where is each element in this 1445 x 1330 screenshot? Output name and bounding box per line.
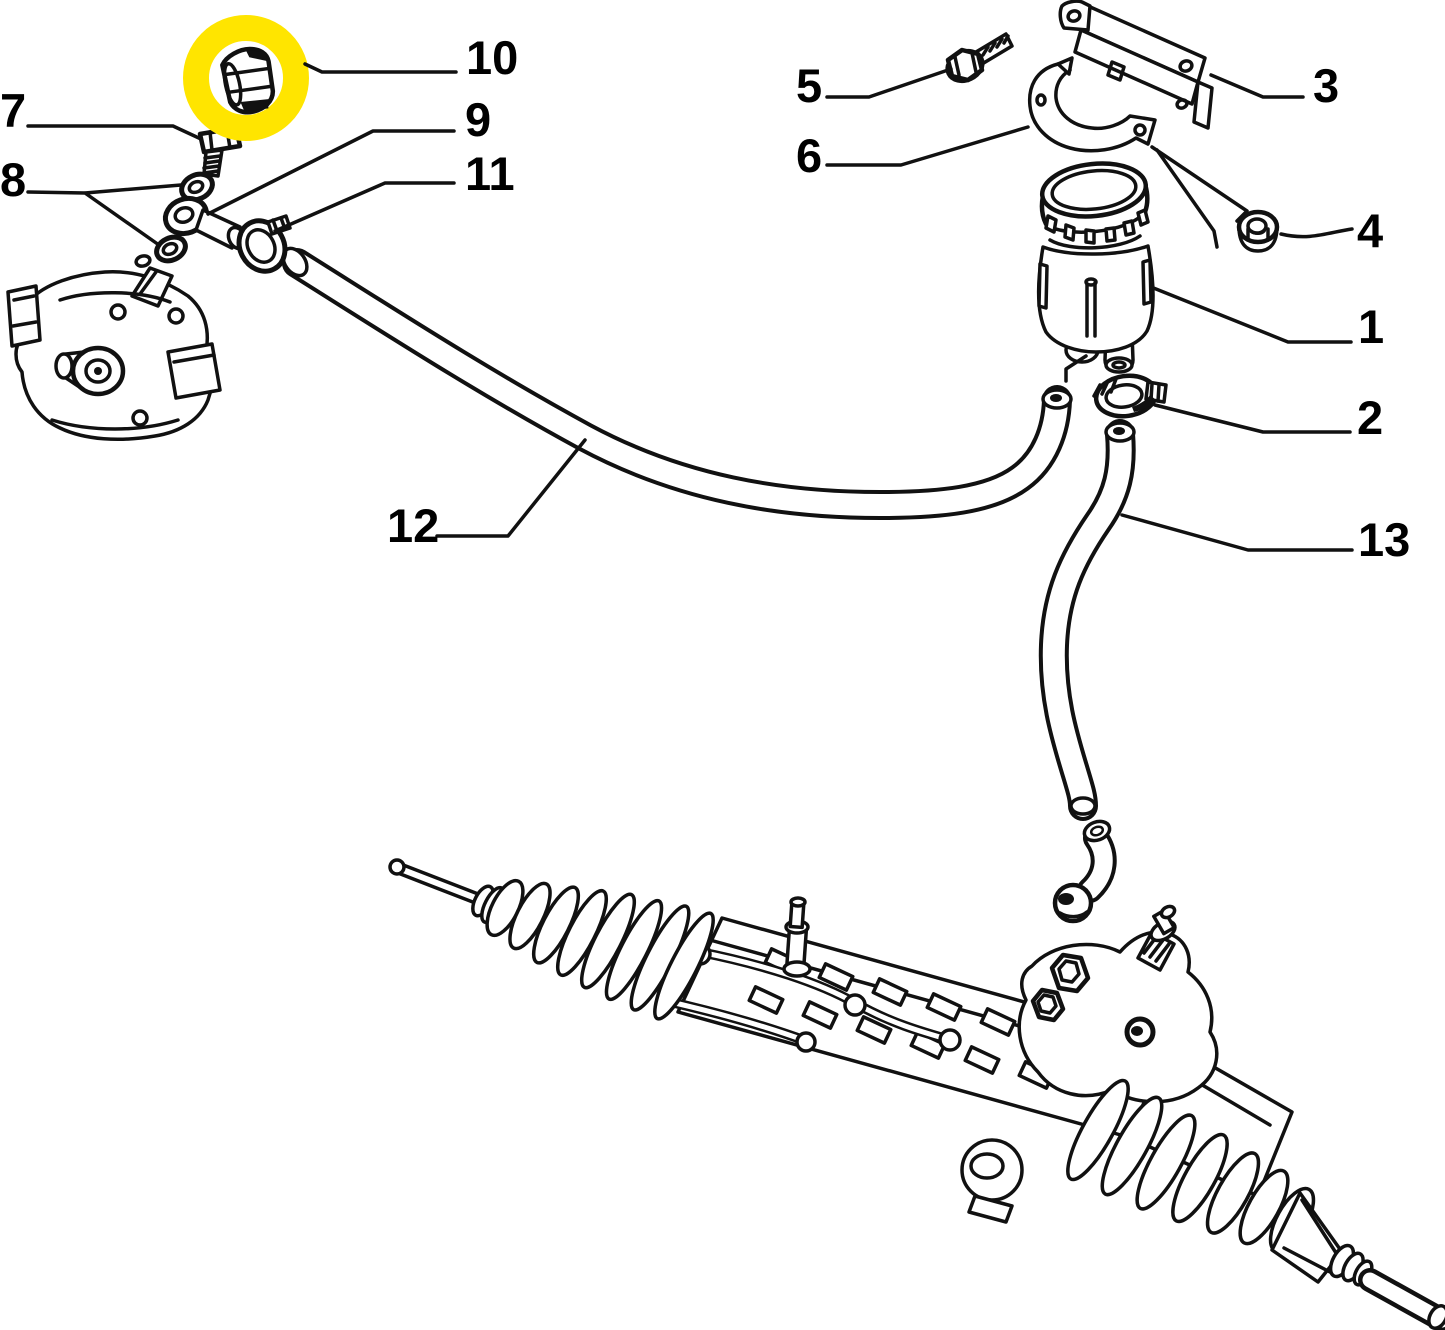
bleeder-valve [782, 896, 812, 978]
callout-10: 10 [466, 31, 518, 84]
steering-rack [388, 858, 1445, 1330]
left-boot [485, 878, 715, 1021]
callout-labels: 7 8 10 9 11 5 6 3 4 1 2 12 13 [0, 31, 1410, 566]
band-clamp-6 [1027, 56, 1157, 153]
hose-clamp-11 [236, 214, 292, 274]
reservoir-1 [1036, 161, 1155, 374]
banjo-union-9 [162, 195, 248, 251]
hose-13 [1038, 419, 1136, 821]
outlet-clamp-2 [1092, 373, 1168, 419]
callout-12: 12 [387, 499, 439, 552]
elbow-union [1052, 819, 1117, 924]
callout-8: 8 [0, 153, 26, 206]
callout-6: 6 [796, 129, 822, 182]
leader-lines [26, 62, 1354, 552]
bracket-3 [1058, 0, 1214, 130]
clip-10-highlighted [220, 46, 276, 115]
callout-5: 5 [796, 59, 822, 112]
callout-3: 3 [1313, 59, 1339, 112]
nut-4 [1236, 209, 1280, 253]
callout-7: 7 [0, 84, 26, 137]
callout-9: 9 [465, 93, 491, 146]
callout-13: 13 [1358, 513, 1410, 566]
hose-12 [281, 246, 1073, 521]
callout-4: 4 [1357, 204, 1383, 257]
callout-2: 2 [1357, 391, 1383, 444]
washer-8a [179, 171, 215, 203]
bolt-5 [945, 32, 1014, 84]
washer-8b [154, 234, 188, 264]
steering-pump [6, 254, 222, 441]
nut-position-leaders [1150, 145, 1249, 249]
callout-1: 1 [1358, 300, 1384, 353]
highlight-ring [183, 15, 309, 141]
pinion-input-shaft [1136, 904, 1177, 972]
reservoir-connection-tick [1064, 354, 1088, 383]
right-boot [1066, 1078, 1374, 1287]
callout-11: 11 [465, 147, 515, 200]
